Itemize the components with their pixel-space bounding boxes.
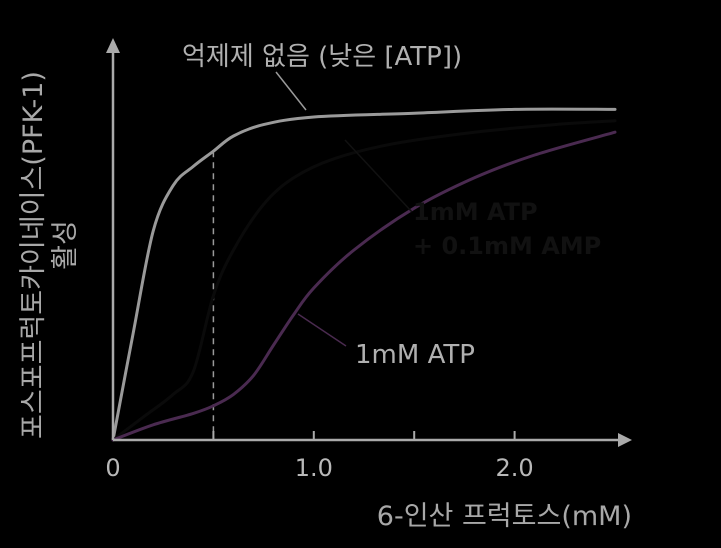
series-atp-line (111, 130, 617, 442)
x-axis-arrow-icon (618, 433, 632, 447)
series-no-inhibitor-line (111, 107, 617, 442)
y-axis-arrow-icon (106, 38, 120, 53)
leader-atp (297, 313, 347, 347)
x-tick-label: 2.0 (496, 454, 534, 482)
annotation-leaders (275, 71, 413, 347)
series-layer (111, 107, 617, 442)
annotation-no-inhibitor: 억제제 없음 (낮은 [ATP]) (182, 42, 462, 72)
x-tick-marks (212, 431, 516, 440)
x-tick-label: 0 (105, 454, 120, 482)
x-tick-label: 1.0 (295, 454, 333, 482)
plot-area: 0 1.0 2.0 (105, 38, 632, 482)
leader-no-inhibitor (275, 71, 307, 111)
annotation-atp-amp-line1: 1mM ATP (413, 198, 538, 226)
y-axis-label-line2: 활성 (50, 220, 81, 270)
y-axis-label-line1: 포스포프럭토카이네이스(PFK-1) (18, 71, 49, 439)
x-tick-labels: 0 1.0 2.0 (105, 454, 533, 482)
series-atp-amp-line (111, 119, 617, 442)
leader-atp-amp (344, 139, 413, 213)
x-axis-label: 6-인산 프럭토스(mM) (377, 501, 632, 532)
annotation-atp: 1mM ATP (355, 340, 475, 370)
annotation-atp-amp-line2: + 0.1mM AMP (413, 232, 601, 260)
axes: 0 1.0 2.0 (105, 38, 632, 482)
